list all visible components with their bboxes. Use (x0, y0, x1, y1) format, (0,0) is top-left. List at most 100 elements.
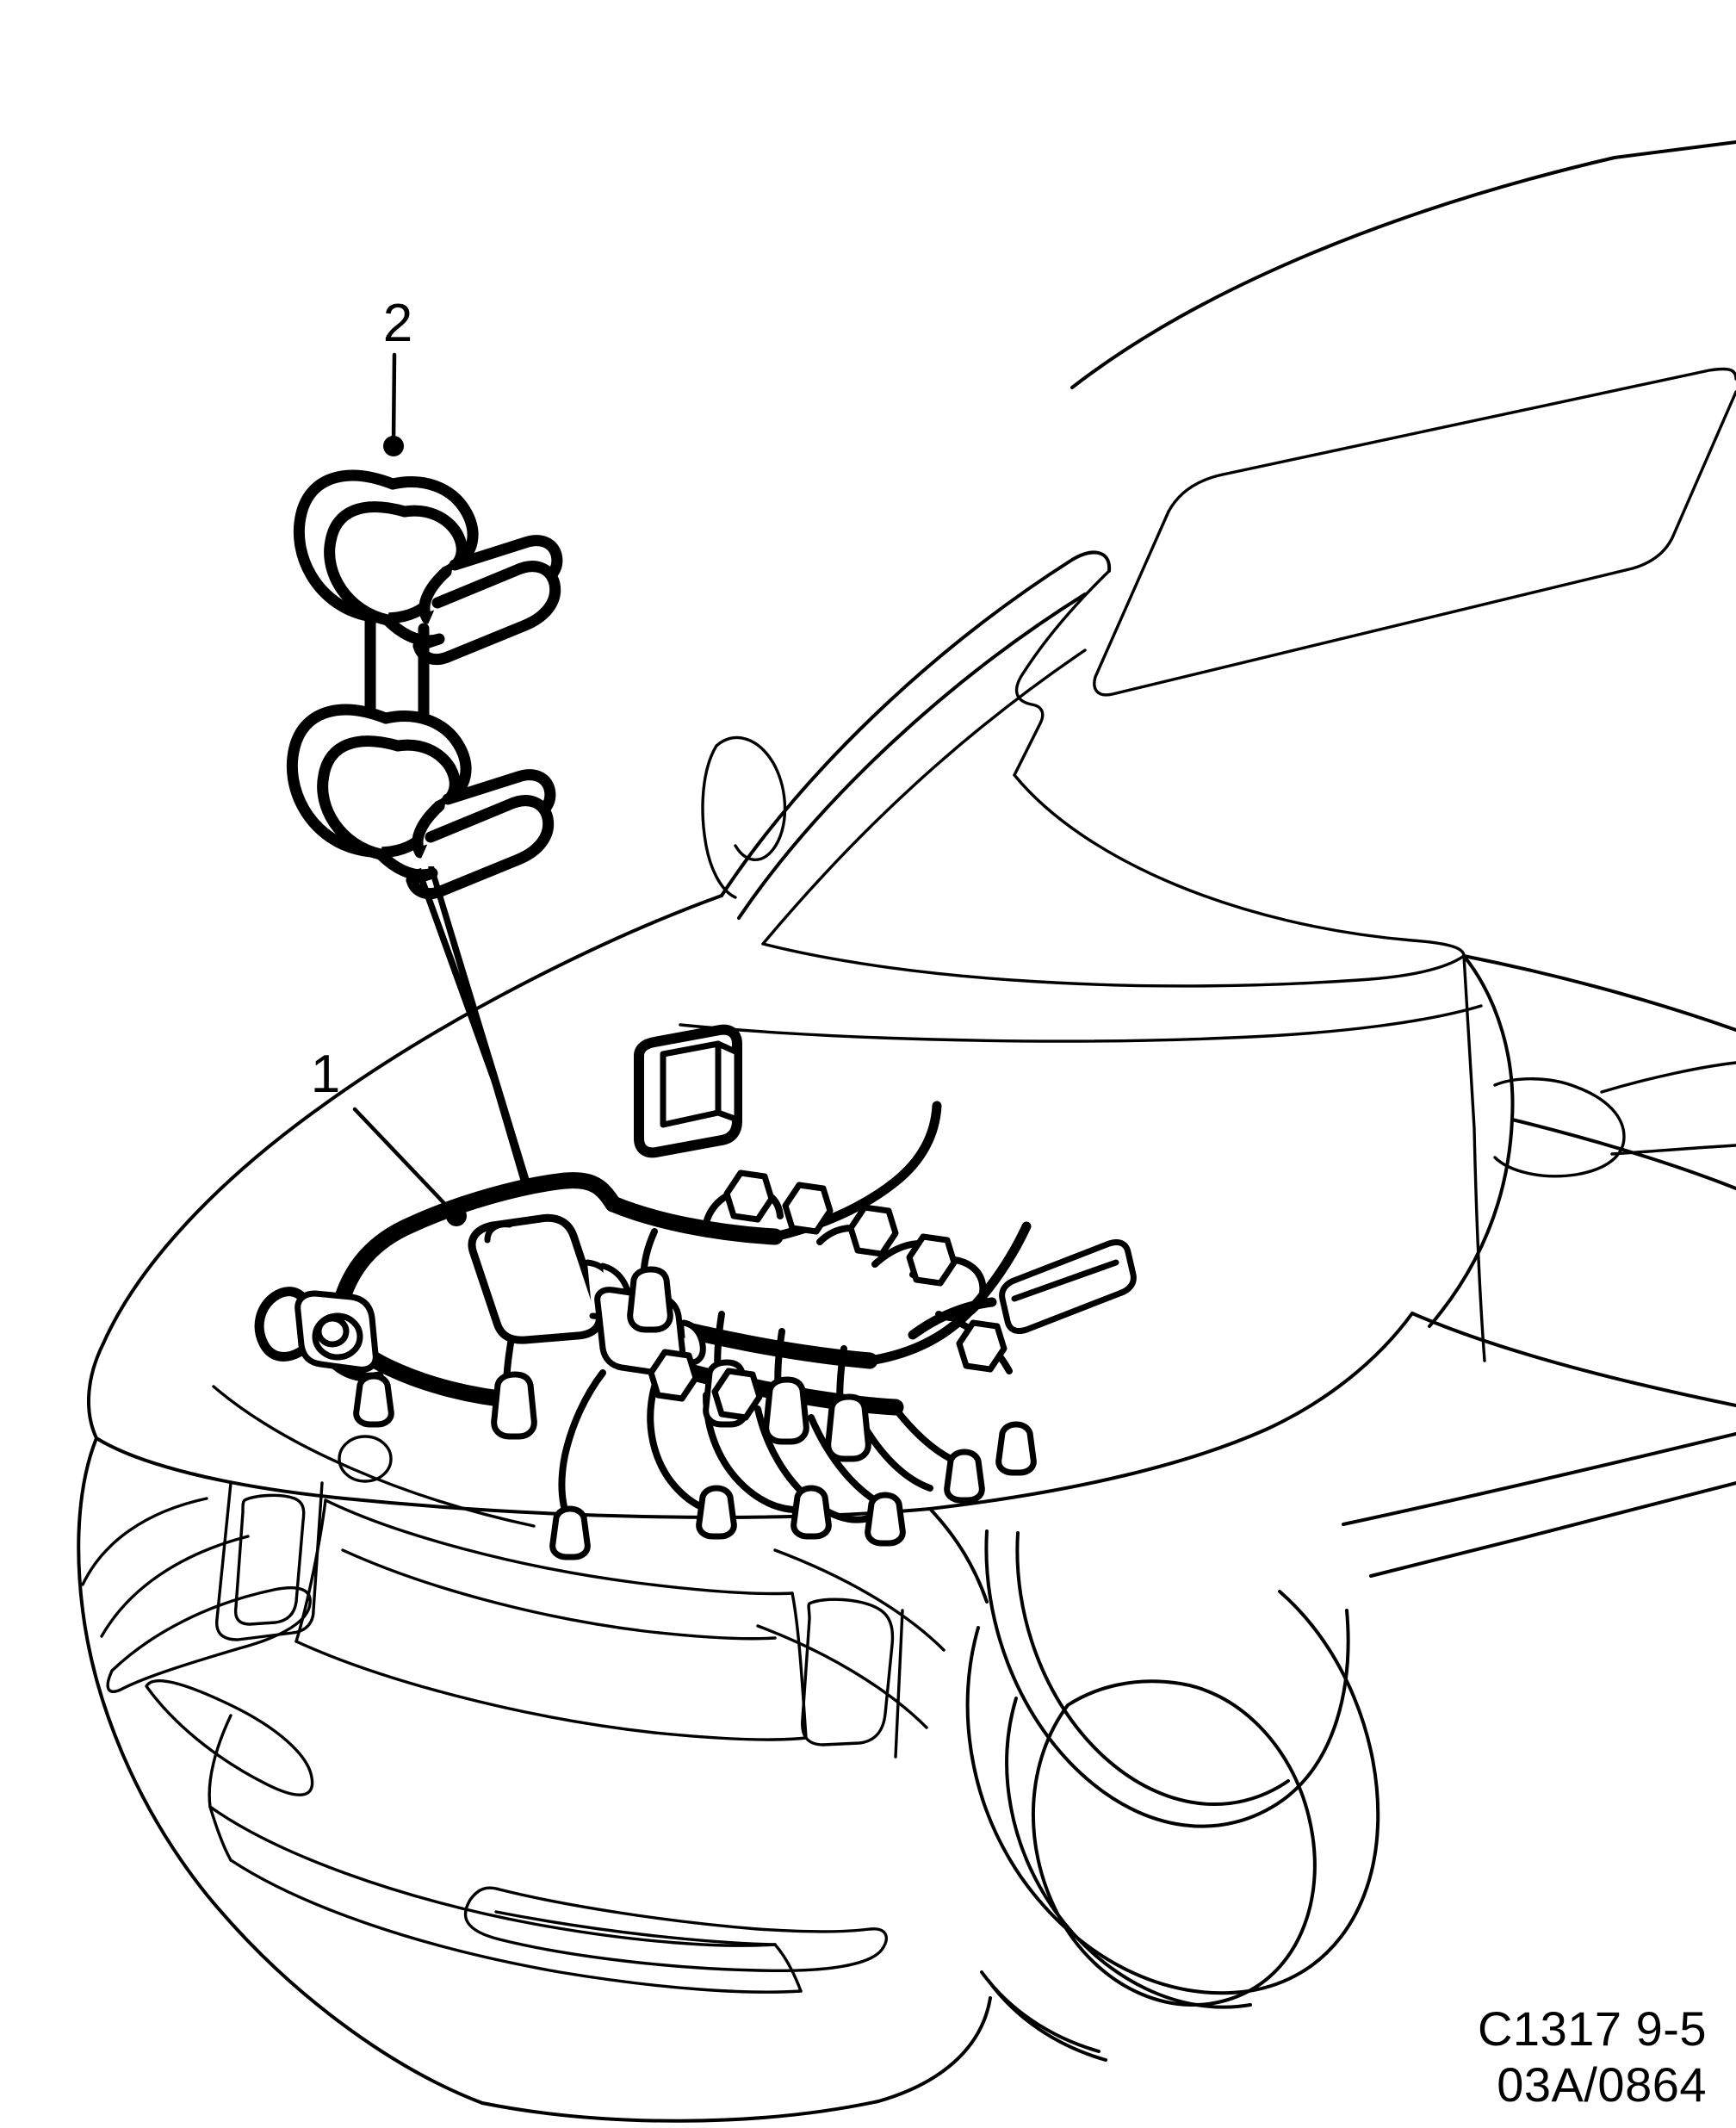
clip-pointer-arrow-left (415, 868, 499, 1085)
hood-left-corner (87, 1342, 105, 1440)
cowl-panel-line (679, 1004, 1483, 1043)
lower-intake-left-edge (208, 1805, 232, 1862)
terminal-end-3 (790, 1485, 832, 1540)
mirror-arm-lower (1610, 1144, 1736, 1156)
mirror-arm-upper (1600, 1061, 1736, 1094)
terminal-hex-5 (648, 1349, 699, 1402)
grille-divider-line (894, 1609, 904, 1759)
caption-revision-code: 03A/0864 (1497, 2057, 1707, 2112)
lower-intake-top (208, 1805, 777, 1947)
hood-left-edge (102, 894, 723, 1345)
windshield-left-edge (761, 648, 1087, 946)
terminal-end-7 (353, 1373, 394, 1428)
clip-lower-inner-c (317, 735, 404, 860)
terminal-end-6 (995, 1421, 1037, 1476)
sunroof-outline-bottom (1093, 390, 1736, 697)
harness-cylinder-component (468, 1213, 632, 1344)
harness-main-trunk-left (331, 1172, 622, 1318)
terminal-plug-4 (763, 1376, 809, 1445)
drawing-caption: C1317 9-5 03A/0864 (1478, 2001, 1707, 2112)
side-mirror-outline (1493, 1077, 1626, 1178)
terminal-hex-4 (906, 1233, 958, 1287)
leader-dot-1 (446, 1206, 467, 1226)
wiper-arm-outline-2 (701, 744, 737, 899)
cylinder-notch (484, 1221, 513, 1244)
caption-drawing-number: C1317 9-5 (1477, 2001, 1707, 2057)
roof-edge-line (1070, 156, 1616, 389)
terminal-hex-6 (711, 1368, 763, 1421)
terminal-end-5 (944, 1449, 985, 1504)
terminal-end-4 (865, 1492, 906, 1547)
callout-leaders (352, 352, 530, 1226)
leader-line-1 (352, 1107, 457, 1217)
clip-pointer-arrow-tip (493, 1083, 530, 1185)
grille-slat-mid (341, 1548, 777, 1641)
bumper-bottom-outline (480, 2100, 880, 2123)
headlamp-right-upper (773, 1548, 946, 1652)
terminal-hex-2 (782, 1182, 834, 1235)
grille-slat-left-edge (294, 1498, 327, 1643)
flat-connector-body (999, 1238, 1137, 1335)
engine-wiring-harness (254, 1024, 1137, 1560)
headlamp-left-upper (81, 1497, 208, 1586)
hood-washer-hole (338, 1435, 393, 1483)
beltline-upper (1462, 954, 1736, 1032)
bumper-left-outline (77, 1436, 484, 2105)
callout-label-1: 1 (311, 1045, 340, 1104)
flat-bar-connector (999, 1238, 1137, 1335)
relay-box-face (660, 1040, 722, 1128)
headlamp-right-lower (756, 1624, 928, 1729)
car-body-outline (77, 140, 1736, 2123)
roof-rear-line (1613, 140, 1736, 159)
terminal-end-2 (696, 1485, 737, 1540)
lower-body-line (1410, 1312, 1736, 1407)
bumper-right-outline (877, 1996, 992, 2103)
lower-intake-divider (494, 1910, 777, 1946)
lower-intake-slot (463, 1886, 888, 1972)
fog-lamp-slot (145, 1679, 314, 1796)
relay-box-side (715, 1040, 741, 1123)
relay-box (634, 1024, 742, 1158)
tire-outer-edge (965, 1590, 1380, 1995)
grille-emblem-block (801, 1598, 895, 1746)
lower-intake-bottom (229, 1858, 803, 1994)
headlamp-left-lower (100, 1535, 250, 1638)
a-pillar-inner-line (737, 592, 1087, 920)
terminal-plug-5 (825, 1393, 871, 1462)
double-cable-clip-part (286, 469, 563, 899)
flat-connector-edge (1011, 1259, 1119, 1302)
clip-upper-tab-lower (412, 561, 561, 665)
harness-lower-branch-1 (558, 1369, 606, 1524)
callout-label-2: 2 (383, 294, 412, 353)
terminal-end-1 (549, 1505, 591, 1560)
headlamp-left-lens (106, 1586, 312, 1693)
tire-bottom-left-2 (987, 1979, 1107, 2062)
grille-slat-1-top (324, 1498, 794, 1596)
terminal-plug-2 (627, 1266, 673, 1333)
fender-front-seam (928, 1507, 989, 1604)
grille-slat-right-edge (790, 1591, 808, 1740)
harness-lower-branch-5 (808, 1414, 878, 1504)
rocker-upper-line (1342, 1432, 1736, 1526)
leader-dot-2 (383, 436, 404, 456)
windshield-right-edge (1013, 773, 1466, 958)
round-connector-pin (315, 1315, 350, 1348)
wheel-arch-outer (984, 1529, 1350, 1828)
harness-flat-connector-lead (908, 1297, 997, 1340)
hood-front-edge (95, 1436, 932, 1519)
bumper-step-left (208, 1714, 232, 1808)
hood-right-shoulder (928, 1312, 1414, 1511)
harness-main-trunk-top (604, 1195, 784, 1245)
windshield-bottom-edge (761, 942, 1466, 988)
rocker-lower-line (1369, 1481, 1736, 1578)
clip-upper-inner-c (324, 501, 411, 626)
harness-lower-branch-3 (703, 1392, 816, 1513)
grille-badge-panel (215, 1481, 324, 1641)
harness-lower-branch-6 (858, 1418, 933, 1492)
tire-inner-edge (1005, 1697, 1252, 2009)
terminal-hex-3 (847, 1204, 899, 1257)
door-front-edge (1462, 954, 1486, 1362)
harness-terminals (353, 1169, 1037, 1560)
sunroof-outline-top (1167, 367, 1736, 513)
